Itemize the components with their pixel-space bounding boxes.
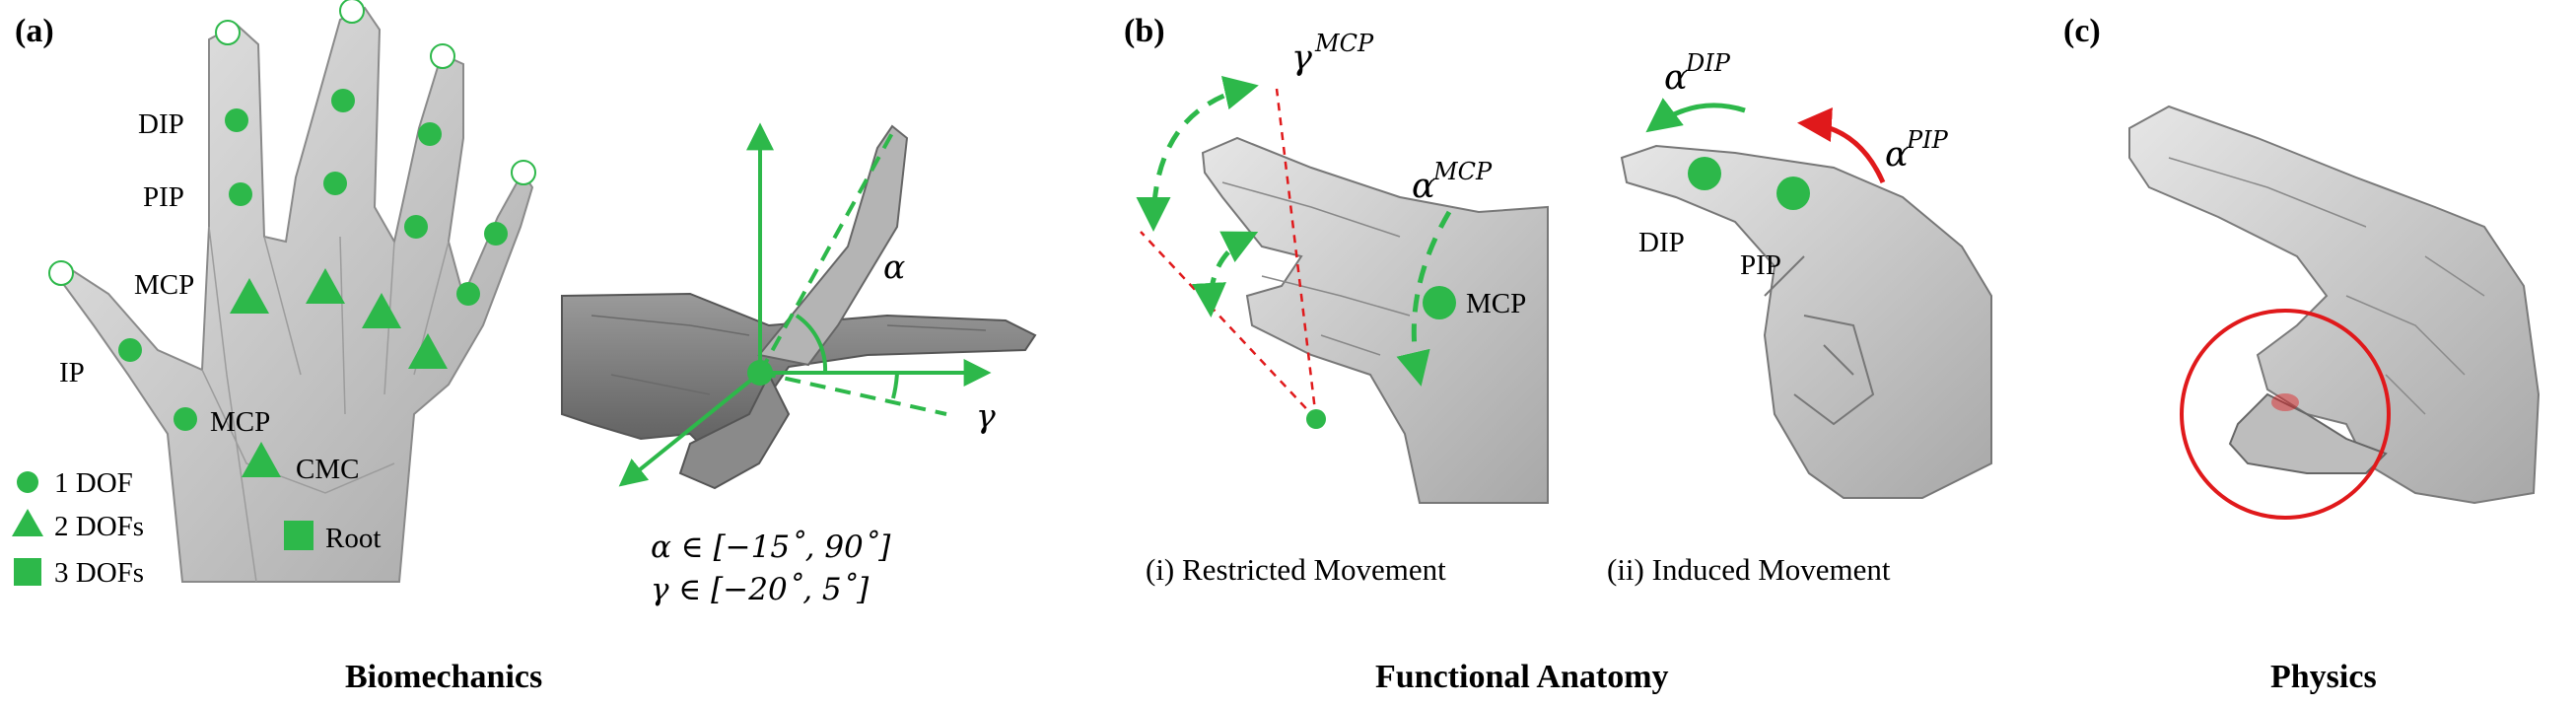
restricted-hand-mesh	[1201, 136, 1549, 504]
contact-circle	[2180, 309, 2391, 520]
dof-legend: 1 DOF 2 DOFs 3 DOFs Root	[12, 467, 381, 589]
legend-root: Root	[325, 523, 381, 554]
alpha-arc	[795, 314, 828, 374]
alpha-label: α	[883, 247, 905, 286]
pip-label: PIP	[1740, 249, 1781, 281]
pinch-hand-mesh	[2128, 105, 2541, 505]
label-cmc: CMC	[296, 454, 359, 485]
alpha-mcp-sup: MCP	[1432, 158, 1493, 185]
legend-2dofs: 2 DOFs	[54, 511, 144, 542]
legend-1dof: 1 DOF	[54, 467, 133, 499]
fingertip-marker	[339, 0, 365, 24]
label-dip: DIP	[138, 108, 184, 140]
pivot-dot	[1306, 409, 1326, 429]
restricted-red-line	[1275, 88, 1318, 420]
gamma-mcp-label: γ	[1291, 38, 1312, 78]
label-ip: IP	[59, 357, 85, 388]
alpha-mcp-label: α	[1412, 167, 1435, 206]
panel-a-tag: (a)	[15, 13, 54, 49]
fingertip-marker	[511, 160, 536, 185]
fingertip-marker	[430, 43, 455, 69]
joint-mcp	[408, 333, 448, 369]
gamma-arc	[891, 372, 899, 399]
joint-dip	[418, 122, 442, 146]
legend-circle-icon	[17, 471, 38, 493]
joint-dip	[225, 108, 248, 132]
panel-c-tag: (c)	[2063, 13, 2101, 49]
joint-pip	[456, 282, 480, 306]
panel-c: (c) Physics	[2063, 13, 2541, 695]
pip-joint-dot	[1776, 176, 1810, 210]
alpha-dip-arrow	[1645, 98, 1746, 133]
alpha-dashed-line	[758, 132, 894, 374]
joint-ip	[118, 338, 142, 362]
legend-triangle-icon	[12, 509, 43, 536]
mcp-small-arc	[1192, 231, 1259, 318]
dip-joint-dot	[1688, 157, 1721, 190]
panel-b-tag: (b)	[1124, 13, 1165, 49]
joint-dip	[484, 222, 508, 246]
legend-3dofs: 3 DOFs	[54, 557, 144, 589]
z-axis-arrow	[618, 371, 762, 487]
alpha-mcp-arc	[1396, 210, 1452, 387]
root-joint-dot	[747, 360, 773, 386]
gamma-label: γ	[976, 396, 996, 435]
alpha-pip-label: α	[1885, 135, 1909, 175]
alpha-range: α ∈ [−15˚, 90˚]	[651, 530, 891, 565]
restricted-red-line	[1140, 231, 1317, 420]
fingertip-marker	[48, 260, 74, 286]
hand-mesh	[59, 6, 534, 583]
legend-square-icon	[14, 558, 41, 586]
sub-i-caption: (i) Restricted Movement	[1146, 552, 1446, 587]
gamma-range: γ ∈ [−20˚, 5˚]	[651, 572, 870, 607]
joint-pip	[323, 172, 347, 195]
gamma-dashed-line	[759, 371, 947, 416]
joint-dip	[331, 89, 355, 112]
root-square-icon	[284, 521, 313, 550]
mcp-label: MCP	[1466, 288, 1526, 319]
joint-mcp	[362, 293, 401, 328]
gamma-mcp-sup: MCP	[1314, 30, 1374, 57]
induced-finger-mesh	[1620, 144, 1992, 499]
joint-mcp	[230, 278, 269, 314]
mcp-joint-dot	[1423, 286, 1456, 319]
caption-biomechanics: Biomechanics	[345, 659, 542, 695]
alpha-dip-sup: DIP	[1685, 49, 1731, 77]
caption-functional-anatomy: Functional Anatomy	[1375, 659, 1669, 695]
joint-mcp-thumb	[174, 407, 197, 431]
dip-label: DIP	[1638, 227, 1685, 258]
alpha-dip-label: α	[1664, 58, 1688, 98]
alpha-pip-sup: PIP	[1906, 126, 1949, 154]
fingertip-marker	[215, 20, 241, 45]
panel-b: (b) MCP γ MCP α MCP (i) Restricted Movem…	[1124, 13, 1992, 695]
label-mcp-thumb: MCP	[210, 406, 270, 438]
joint-cmc	[242, 442, 281, 477]
label-pip: PIP	[143, 181, 184, 213]
contact-highlight	[2271, 393, 2299, 411]
joint-mcp	[306, 268, 345, 304]
thumb-closeup	[561, 124, 1037, 490]
joint-pip	[229, 182, 252, 206]
gamma-mcp-arc	[1136, 75, 1259, 232]
sub-ii-caption: (ii) Induced Movement	[1607, 552, 1891, 587]
joint-pip	[404, 215, 428, 239]
label-mcp: MCP	[134, 269, 194, 301]
caption-physics: Physics	[2270, 659, 2377, 695]
panel-a: (a)	[12, 0, 1037, 695]
alpha-pip-arrow	[1797, 107, 1886, 184]
